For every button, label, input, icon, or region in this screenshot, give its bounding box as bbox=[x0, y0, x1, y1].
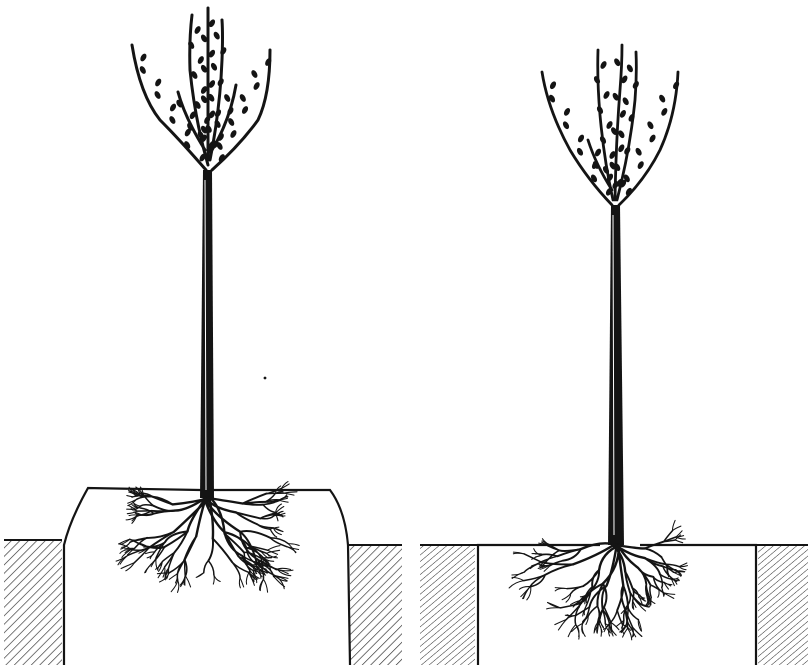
root-strand bbox=[280, 500, 289, 502]
root-strand bbox=[171, 580, 178, 592]
bud bbox=[593, 75, 602, 85]
left-ground-strata-outer bbox=[4, 540, 62, 665]
root-strand bbox=[573, 545, 614, 564]
bud bbox=[250, 69, 259, 79]
bud bbox=[549, 80, 558, 90]
bud bbox=[229, 129, 238, 139]
root-strand bbox=[582, 624, 585, 637]
bud bbox=[196, 55, 205, 65]
root-strand bbox=[524, 554, 541, 562]
root-strand bbox=[567, 586, 583, 589]
root-strand bbox=[240, 578, 244, 587]
root-strand bbox=[208, 561, 214, 575]
right-buds bbox=[548, 57, 681, 196]
bud bbox=[660, 107, 669, 117]
root-strand bbox=[197, 573, 203, 577]
root-strand bbox=[214, 575, 220, 582]
root-strand bbox=[186, 576, 191, 587]
bud bbox=[621, 96, 630, 106]
ink-speck bbox=[264, 377, 267, 380]
root-strand bbox=[204, 561, 209, 573]
root-strand bbox=[146, 562, 154, 573]
left-trunk bbox=[200, 170, 214, 498]
bud bbox=[626, 63, 635, 73]
root-strand bbox=[512, 577, 524, 580]
root-strand bbox=[126, 563, 135, 571]
root-strand bbox=[268, 546, 281, 551]
bud bbox=[599, 135, 608, 145]
root-strand bbox=[555, 588, 567, 589]
bud bbox=[219, 46, 228, 56]
bud bbox=[193, 25, 202, 35]
bud bbox=[252, 81, 261, 91]
bud bbox=[153, 90, 162, 100]
bud bbox=[139, 53, 148, 63]
root-strand bbox=[153, 547, 164, 562]
bud bbox=[599, 60, 608, 70]
root-strand bbox=[185, 536, 196, 559]
bud bbox=[672, 80, 681, 90]
root-strand bbox=[617, 586, 623, 611]
right-trunk bbox=[608, 205, 624, 545]
bud bbox=[636, 160, 645, 170]
bud bbox=[648, 134, 657, 144]
root-strand bbox=[157, 573, 169, 574]
root-strand bbox=[232, 562, 240, 578]
right-ground-strata-left bbox=[420, 545, 478, 665]
bud bbox=[168, 115, 177, 125]
left-roots bbox=[116, 482, 299, 593]
bud bbox=[154, 78, 163, 88]
bud bbox=[212, 31, 221, 41]
root-strand bbox=[151, 511, 174, 512]
bud bbox=[634, 147, 643, 157]
right-roots bbox=[509, 520, 687, 639]
root-strand bbox=[645, 548, 662, 557]
left-buds bbox=[138, 18, 272, 163]
left-tree-figure bbox=[4, 8, 402, 665]
root-strand bbox=[611, 623, 619, 630]
root-strand bbox=[611, 623, 612, 635]
root-strand bbox=[263, 505, 275, 513]
bud bbox=[576, 147, 585, 157]
bud bbox=[631, 80, 640, 90]
left-ground-strata-inner bbox=[348, 545, 402, 665]
bud bbox=[562, 120, 571, 130]
bud bbox=[577, 134, 586, 144]
left-soil-mound bbox=[64, 488, 350, 665]
root-strand bbox=[284, 493, 294, 495]
root-strand bbox=[673, 526, 681, 530]
root-strand bbox=[541, 556, 558, 562]
root-strand bbox=[509, 581, 524, 588]
root-strand bbox=[257, 524, 273, 528]
bud bbox=[216, 77, 225, 87]
bud bbox=[602, 90, 611, 100]
bud bbox=[646, 120, 655, 130]
root-strand bbox=[263, 579, 267, 592]
right-ground-strata-right bbox=[756, 545, 808, 665]
bud bbox=[241, 105, 250, 115]
bud bbox=[169, 103, 178, 113]
bud bbox=[138, 65, 147, 75]
bud bbox=[596, 105, 605, 115]
root-strand bbox=[137, 497, 153, 500]
root-strand bbox=[243, 504, 263, 505]
root-strand bbox=[208, 539, 213, 561]
root-strand bbox=[530, 575, 546, 587]
left-crown bbox=[132, 8, 270, 170]
root-strand bbox=[140, 505, 153, 506]
bud bbox=[658, 94, 667, 104]
bud bbox=[223, 93, 232, 103]
root-strand bbox=[628, 628, 632, 640]
bud bbox=[563, 107, 572, 117]
right-tree-figure bbox=[420, 45, 808, 665]
root-strand bbox=[650, 585, 651, 597]
root-strand bbox=[675, 540, 682, 543]
root-strand bbox=[169, 574, 177, 580]
bud bbox=[187, 40, 196, 50]
bud bbox=[210, 62, 219, 72]
bud bbox=[238, 93, 247, 103]
root-strand bbox=[284, 492, 297, 493]
